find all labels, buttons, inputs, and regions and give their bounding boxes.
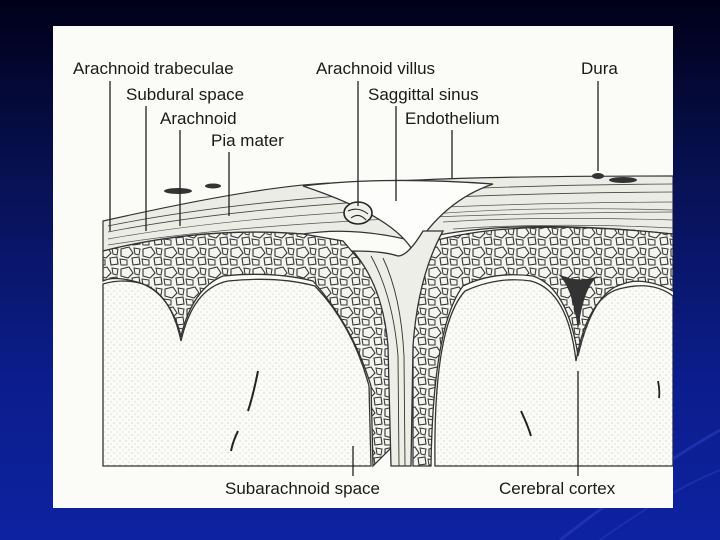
cerebral-cortex-left xyxy=(103,279,371,466)
label-arachnoid: Arachnoid xyxy=(160,109,237,128)
label-cerebral-cortex: Cerebral cortex xyxy=(499,479,616,498)
label-arachnoid-trabeculae: Arachnoid trabeculae xyxy=(73,59,234,78)
label-subarachnoid-space: Subarachnoid space xyxy=(225,479,380,498)
label-arachnoid-villus: Arachnoid villus xyxy=(316,59,435,78)
label-saggittal-sinus: Saggittal sinus xyxy=(368,85,479,104)
label-endothelium: Endothelium xyxy=(405,109,500,128)
meninges-diagram: Arachnoid trabeculae Subdural space Arac… xyxy=(53,26,673,508)
diagram-drawing: Arachnoid trabeculae Subdural space Arac… xyxy=(53,26,673,508)
label-pia-mater: Pia mater xyxy=(211,131,284,150)
label-subdural-space: Subdural space xyxy=(126,85,244,104)
cerebral-cortex-right xyxy=(435,280,673,466)
label-dura: Dura xyxy=(581,59,618,78)
